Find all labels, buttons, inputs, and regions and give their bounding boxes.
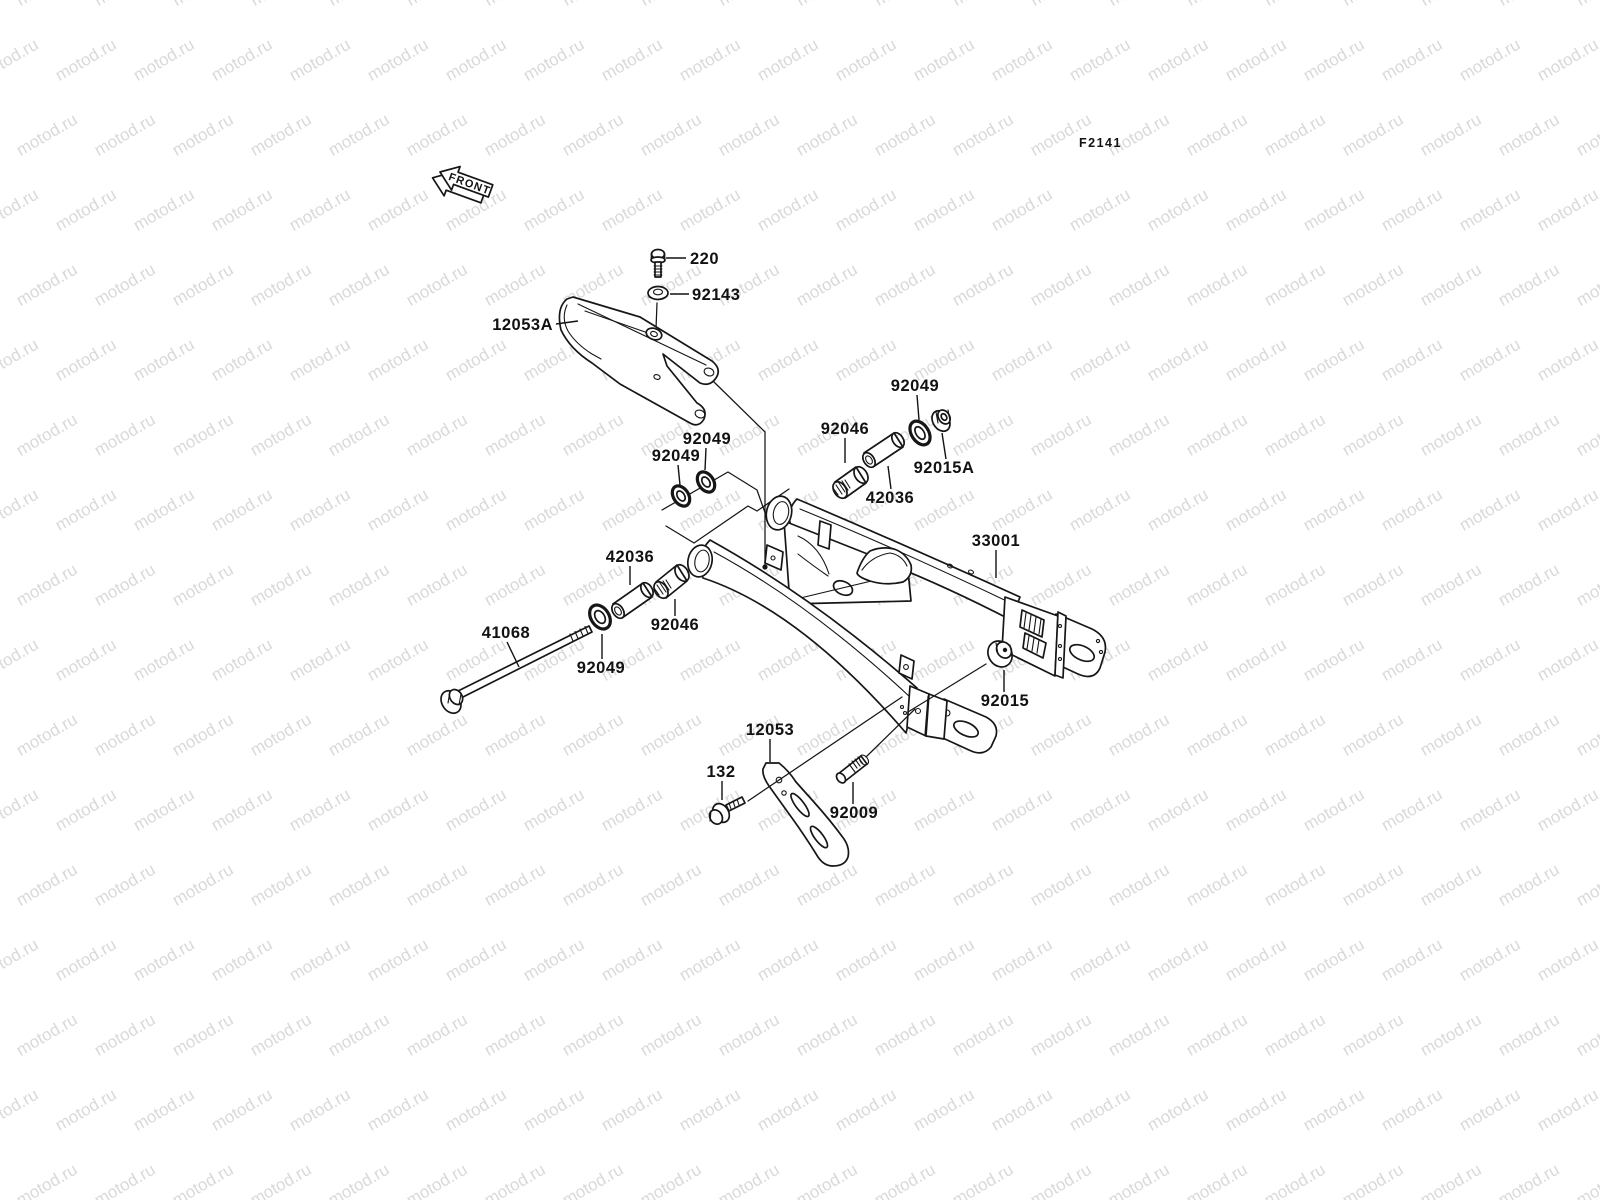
part-33001-swingarm (686, 495, 1107, 754)
part-label-92046-left: 92046 (651, 616, 699, 634)
figure-code: F2141 (1079, 136, 1122, 150)
part-92009-bolt (835, 754, 870, 784)
part-label-92049-top-b: 92049 (652, 447, 700, 465)
part-92049-seal-right (908, 419, 932, 447)
part-label-12053: 12053 (746, 721, 794, 739)
part-92049-seal-pair (670, 470, 717, 508)
part-label-220: 220 (690, 250, 719, 268)
part-label-92046-right: 92046 (821, 420, 869, 438)
part-12053-chain-guard (762, 762, 850, 867)
part-label-33001: 33001 (972, 532, 1020, 550)
part-92143-washer (647, 285, 669, 301)
leader-line-41068 (506, 641, 520, 668)
part-label-42036-left: 42036 (606, 548, 654, 566)
part-label-12053A: 12053A (492, 316, 553, 334)
leader-line-92049-top-a (704, 447, 707, 471)
part-42036-sleeve-right (861, 431, 906, 469)
leader-line-92015A (941, 432, 947, 460)
part-41068-pivot-bolt (440, 625, 593, 715)
part-label-92009: 92009 (830, 804, 878, 822)
leader-line-12053A (555, 320, 579, 325)
part-220-bolt (650, 248, 666, 278)
part-132-bolt (708, 796, 746, 825)
leader-line-42036-right (887, 465, 892, 490)
part-12053a-chain-slider (558, 296, 720, 426)
part-label-42036-right: 42036 (866, 489, 914, 507)
part-label-41068: 41068 (482, 624, 530, 642)
part-label-132: 132 (706, 763, 735, 781)
part-label-92015A: 92015A (914, 459, 975, 477)
front-arrow: FRONT (431, 165, 494, 204)
part-label-92049-center: 92049 (577, 659, 625, 677)
part-label-92049-top-a: 92049 (683, 430, 731, 448)
part-92049-seal-center (588, 603, 612, 631)
part-label-92015: 92015 (981, 692, 1029, 710)
part-92015-cap-nut (987, 640, 1013, 668)
leader-line-92049-top-b (677, 464, 681, 486)
leader-line-92049-right (916, 394, 920, 421)
part-92046-bearing-left (653, 563, 690, 600)
part-92046-bearing-right (832, 465, 869, 500)
part-label-92049-right: 92049 (891, 377, 939, 395)
part-label-92143: 92143 (692, 286, 740, 304)
front-arrow-body (439, 165, 494, 198)
installation-axis-lines (747, 663, 987, 802)
assembly-reference-lines (655, 302, 790, 570)
part-92015a-nut (931, 409, 952, 433)
part-labels-layer: 2209214312053A9204992049920469204992015A… (482, 250, 1029, 822)
part-42036-sleeve-left (610, 581, 655, 620)
